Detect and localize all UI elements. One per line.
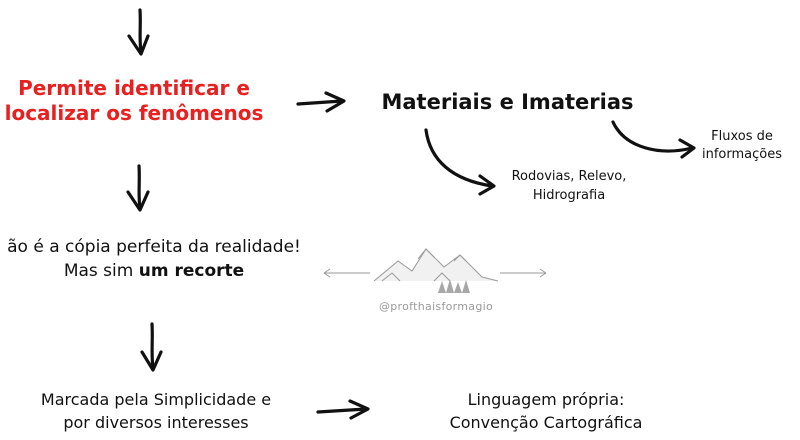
node-copia-line1: ão é a cópia perfeita da realidade!: [7, 237, 301, 257]
node-marcada: Marcada pela Simplicidade e por diversos…: [0, 388, 312, 434]
node-rodovias-line2: Hidrografia: [532, 187, 606, 203]
node-identify-line2: localizar os fenômenos: [4, 101, 264, 125]
node-materials-text: Materiais e Imaterias: [381, 90, 634, 114]
node-marcada-line2: por diversos interesses: [63, 413, 249, 433]
arrow-down-lower: [140, 322, 163, 372]
node-linguagem: Linguagem própria: Convenção Cartográfic…: [422, 388, 670, 434]
arrow-materials-to-rodovias: [424, 128, 496, 196]
node-copia-line2-prefix: Mas sim: [63, 260, 139, 281]
arrow-identify-to-materials: [296, 91, 346, 113]
node-fluxos: Fluxos de informações: [686, 128, 798, 163]
node-materials: Materiais e Imaterias: [370, 89, 645, 115]
node-identify: Permite identificar e localizar os fenôm…: [0, 76, 268, 126]
arrow-down-top: [127, 8, 150, 56]
node-fluxos-line2: informações: [702, 146, 782, 162]
node-rodovias-line1: Rodovias, Relevo,: [511, 169, 627, 184]
node-marcada-line1: Marcada pela Simplicidade e: [40, 390, 272, 409]
arrow-materials-to-fluxos: [611, 120, 696, 159]
node-copia-line2: Mas sim um recorte: [0, 260, 334, 284]
node-rodovias: Rodovias, Relevo, Hidrografia: [493, 168, 645, 206]
node-identify-line1: Permite identificar e: [18, 76, 250, 100]
mountain-watermark-icon: [323, 248, 547, 293]
node-linguagem-line2: Convenção Cartográfica: [449, 413, 643, 433]
arrow-marcada-to-linguagem: [316, 399, 370, 420]
arrow-down-middle: [126, 164, 150, 212]
watermark-text: @profthaisformagio: [378, 300, 494, 313]
node-fluxos-line1: Fluxos de: [711, 129, 773, 144]
node-copia-line2-bold: um recorte: [138, 260, 245, 281]
node-copia: ão é a cópia perfeita da realidade! Mas …: [0, 236, 334, 284]
node-linguagem-line1: Linguagem própria:: [467, 390, 625, 409]
